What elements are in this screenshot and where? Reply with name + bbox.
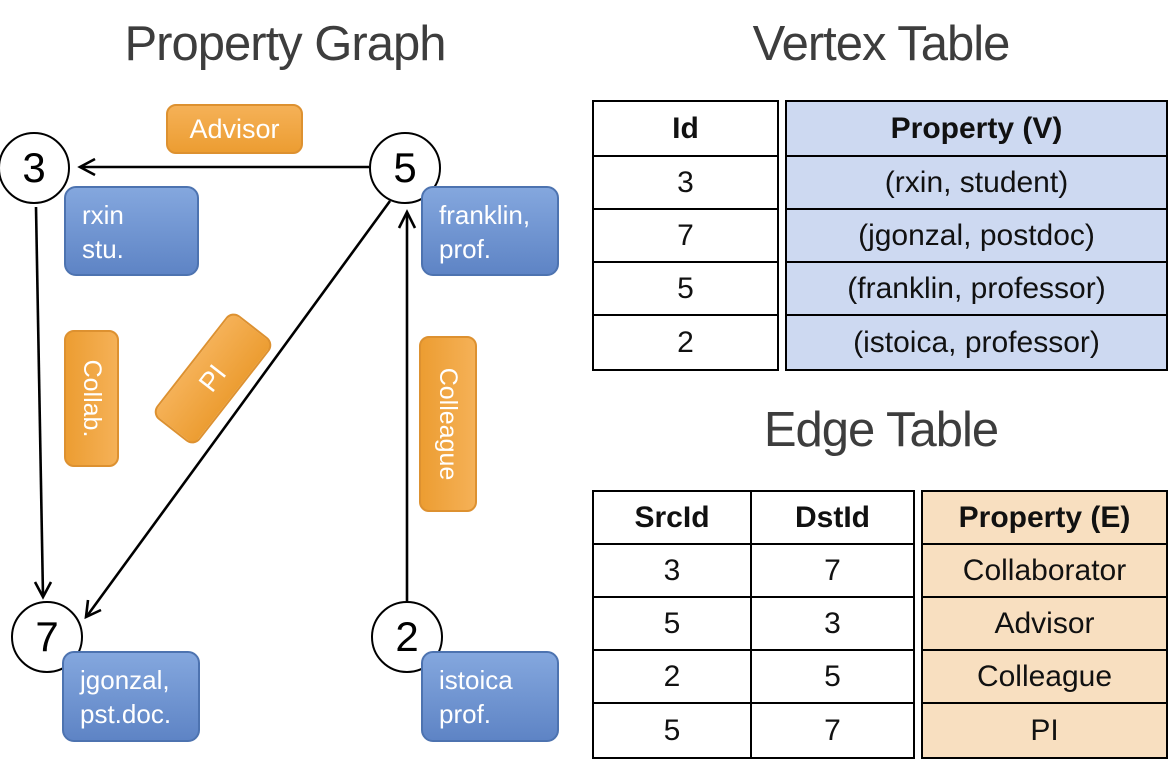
- edge-table-property-column: Property (E) Collaborator Advisor Collea…: [921, 490, 1168, 759]
- graph-node-2: 2: [371, 601, 443, 673]
- edge-property-cell: Advisor: [923, 598, 1166, 651]
- vertex-property-line: jgonzal,: [80, 665, 170, 695]
- edge-label-collab: Collab.: [64, 330, 119, 467]
- vertex-table-header-id: Id: [594, 102, 777, 157]
- edge-arrow-5-to-3: [77, 157, 369, 177]
- edge-arrow-3-to-7: [33, 206, 53, 600]
- graph-title: Property Graph: [124, 17, 447, 71]
- edge-dst-cell: 3: [752, 598, 913, 651]
- vertex-property-line: stu.: [82, 233, 124, 264]
- edge-src-cell: 3: [594, 545, 750, 598]
- vertex-property-box-7: jgonzal, pst.doc.: [62, 651, 200, 742]
- graph-node-7: 7: [11, 601, 83, 673]
- vertex-property-box-2: istoica prof.: [421, 651, 559, 742]
- edge-table-id-columns: SrcId 3 5 2 5 DstId 7 3 5 7: [592, 490, 915, 759]
- edge-label-colleague: Colleague: [419, 336, 477, 512]
- node-id-label: 7: [35, 613, 59, 660]
- edge-property-cell: Collaborator: [923, 545, 1166, 598]
- graph-edges-layer: [33, 157, 417, 620]
- edge-arrow-2-to-5: [397, 209, 417, 601]
- edge-table-title: Edge Table: [763, 403, 999, 457]
- vertex-table: Id 3 7 5 2 Property (V) (rxin, student) …: [592, 100, 1170, 371]
- vertex-table-title: Vertex Table: [752, 17, 1011, 71]
- edge-arrow-5-to-7: [84, 200, 392, 620]
- vertex-property-box-5: franklin, prof.: [421, 186, 559, 276]
- node-id-label: 2: [395, 613, 419, 660]
- vertex-id-cell: 3: [594, 157, 777, 210]
- vertex-property-line: prof.: [439, 233, 492, 264]
- vertex-property-line: franklin,: [439, 200, 531, 230]
- vertex-id-cell: 5: [594, 263, 777, 316]
- vertex-table-header-property: Property (V): [787, 102, 1166, 157]
- vertex-property-cell: (jgonzal, postdoc): [787, 210, 1166, 263]
- vertex-property-box-3: rxin stu.: [64, 186, 199, 276]
- edge-table: SrcId 3 5 2 5 DstId 7 3 5 7 Property (E)…: [592, 490, 1170, 759]
- edge-dst-cell: 5: [752, 651, 913, 704]
- edge-dst-cell: 7: [752, 545, 913, 598]
- vertex-property-line: istoica: [439, 665, 513, 695]
- graph-node-3: 3: [0, 132, 70, 204]
- edge-table-header-src: SrcId: [594, 492, 750, 545]
- edge-property-cell: Colleague: [923, 651, 1166, 704]
- edge-table-header-property: Property (E): [923, 492, 1166, 545]
- edge-src-cell: 5: [594, 598, 750, 651]
- table-column-gap: [915, 490, 921, 759]
- vertex-table-id-column: Id 3 7 5 2: [592, 100, 779, 371]
- edge-src-cell: 5: [663, 713, 681, 747]
- edge-table-header-dst: DstId: [752, 492, 913, 545]
- vertex-table-property-column: Property (V) (rxin, student) (jgonzal, p…: [785, 100, 1168, 371]
- edge-src-cell: 2: [594, 651, 750, 704]
- edge-label-advisor: Advisor: [166, 104, 303, 154]
- vertex-property-line: prof.: [439, 698, 492, 729]
- vertex-property-cell: (istoica, professor): [787, 316, 1166, 369]
- vertex-property-line: rxin: [82, 200, 124, 230]
- vertex-id-cell: 2: [677, 325, 694, 359]
- edge-property-cell: PI: [923, 704, 1166, 757]
- vertex-property-cell: (franklin, professor): [787, 263, 1166, 316]
- vertex-id-cell: 7: [594, 210, 777, 263]
- table-column-gap: [779, 100, 785, 371]
- node-id-label: 5: [393, 144, 417, 191]
- edge-dst-cell: 7: [824, 713, 841, 747]
- node-id-label: 3: [22, 144, 46, 191]
- vertex-property-line: pst.doc.: [80, 698, 172, 729]
- vertex-property-cell: (rxin, student): [787, 157, 1166, 210]
